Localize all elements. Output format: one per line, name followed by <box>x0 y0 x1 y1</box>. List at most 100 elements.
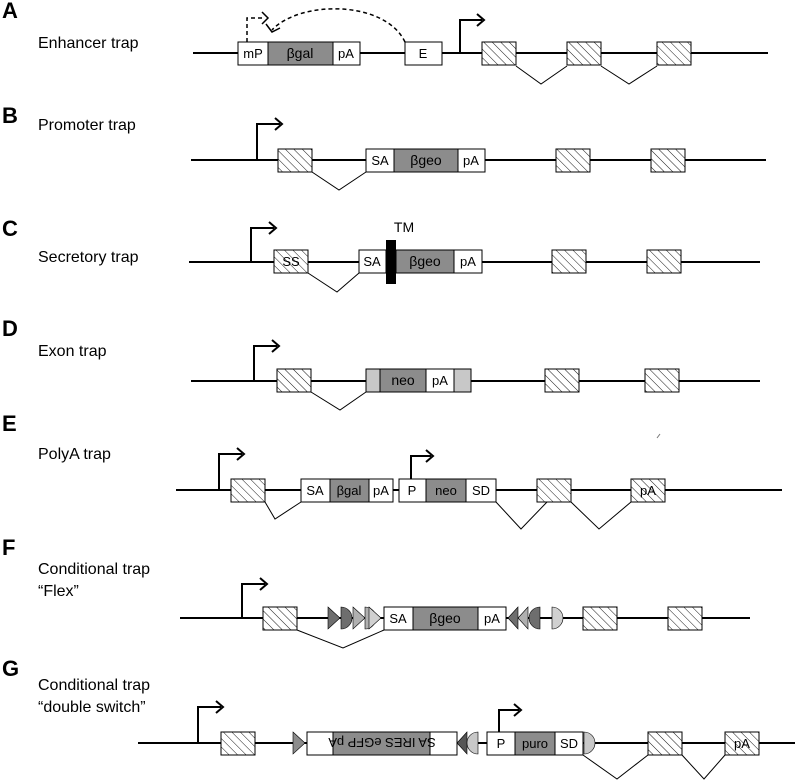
splice-line <box>264 501 302 520</box>
panel-title-line2: “Flex” <box>38 583 79 600</box>
splice-line <box>296 629 385 649</box>
pa-label: pA <box>484 611 500 626</box>
frt-site-semicircle <box>340 606 353 630</box>
panel-letter: A <box>2 0 18 23</box>
sd-label: SD <box>560 736 578 751</box>
promoter-arrow <box>250 227 274 262</box>
pa-box <box>332 41 361 66</box>
promoter-arrow <box>197 706 221 743</box>
exon <box>277 148 313 173</box>
exon <box>544 368 580 393</box>
exon <box>551 249 587 274</box>
panel-g: G Conditional trap “double switch” SA IR… <box>2 656 795 780</box>
pa-label: pA <box>373 483 389 498</box>
stray-mark <box>656 433 661 439</box>
panel-letter: E <box>2 411 17 436</box>
p-label: P <box>497 736 506 751</box>
exon <box>650 148 686 173</box>
panel-title-line2: “double switch” <box>38 699 146 716</box>
lox-site-triangle <box>368 606 382 630</box>
lox-site-triangle <box>507 606 519 630</box>
sa-label: SA <box>363 254 381 269</box>
exon <box>536 478 572 503</box>
sd-label: SD <box>472 483 490 498</box>
sa-label: SA <box>306 483 324 498</box>
frt-site-semicircle <box>583 731 596 755</box>
sd-box <box>465 478 497 503</box>
exon <box>276 368 312 393</box>
bgeo-label: βgeo <box>429 610 461 626</box>
splice-line <box>310 391 367 411</box>
splice-acceptor-box <box>365 368 381 393</box>
panel-title-line1: Conditional trap <box>38 561 150 578</box>
mp-label: mP <box>243 46 263 61</box>
minimal-promoter-arrow <box>246 17 262 42</box>
tm-domain-bar <box>386 240 396 284</box>
exon <box>656 41 692 66</box>
exon <box>646 249 682 274</box>
promoter-arrow <box>459 19 482 53</box>
p-label: P <box>408 483 417 498</box>
arrowhead <box>259 577 269 591</box>
pa-label: pA <box>432 373 448 388</box>
bgeo-label: βgeo <box>410 152 442 168</box>
pa-box <box>457 148 486 173</box>
splice-donor-box <box>453 368 472 393</box>
splice-line <box>570 501 632 530</box>
bgeo-label: βgeo <box>409 253 441 269</box>
splice-line <box>311 171 367 191</box>
lox-site-triangle <box>517 606 529 630</box>
pa-label: pA <box>463 153 479 168</box>
arrowhead <box>274 117 284 131</box>
frt-site-semicircle <box>466 731 479 755</box>
inverted-sa-box <box>429 731 458 756</box>
arrowhead <box>513 703 523 717</box>
enhancer-label: E <box>419 46 428 61</box>
splice-line <box>307 272 360 293</box>
exon <box>582 606 618 631</box>
exon <box>481 41 517 66</box>
arrowhead <box>476 13 486 27</box>
internal-promoter-arrow <box>498 709 519 732</box>
tm-label: TM <box>394 219 414 235</box>
panel-f: F Conditional trap “Flex” SA βgeo pA <box>2 535 750 649</box>
panel-a: A Enhancer trap mP βgal pA E <box>2 0 768 85</box>
lox-site-triangle <box>292 731 306 755</box>
polya-exon <box>630 478 666 503</box>
arrowhead <box>236 447 246 461</box>
splice-line <box>681 754 726 780</box>
panel-e: E PolyA trap SA βgal pA P neo SD pA <box>2 411 782 530</box>
pa-exon-label: pA <box>640 483 656 498</box>
promoter-arrow <box>253 345 277 381</box>
lox-site-triangle <box>456 731 468 755</box>
panel-title: Secretory trap <box>38 249 139 266</box>
inverted-pa-box <box>306 731 334 756</box>
arrowhead <box>425 449 435 463</box>
promoter-arrow <box>241 583 265 618</box>
panel-title: Promoter trap <box>38 117 136 134</box>
sa-label: SA <box>389 611 407 626</box>
sd-box <box>554 731 584 756</box>
splice-line <box>515 65 568 85</box>
ss-label: SS <box>282 254 300 269</box>
exon <box>667 606 703 631</box>
panel-c: C Secretory trap SS SA TM βgeo pA <box>2 216 760 293</box>
puro-label: puro <box>522 736 548 751</box>
exon <box>647 731 683 756</box>
exon <box>230 478 266 503</box>
enhancer-action-arrow <box>271 8 406 43</box>
panel-letter: F <box>2 535 15 560</box>
inverted-cassette-label: SA IRES eGFP pA <box>328 735 436 750</box>
promoter-arrow <box>256 123 280 160</box>
arrowhead <box>215 700 225 714</box>
panel-letter: B <box>2 103 18 128</box>
arrowhead <box>271 339 281 353</box>
panel-letter: G <box>2 656 19 681</box>
pa-box <box>477 606 507 631</box>
lox-site-triangle <box>327 606 341 630</box>
pa-box <box>368 478 394 503</box>
frt-site-semicircle <box>551 606 564 630</box>
neo-label: neo <box>435 483 457 498</box>
arrowhead <box>265 23 281 33</box>
lox-site-triangle <box>352 606 366 630</box>
